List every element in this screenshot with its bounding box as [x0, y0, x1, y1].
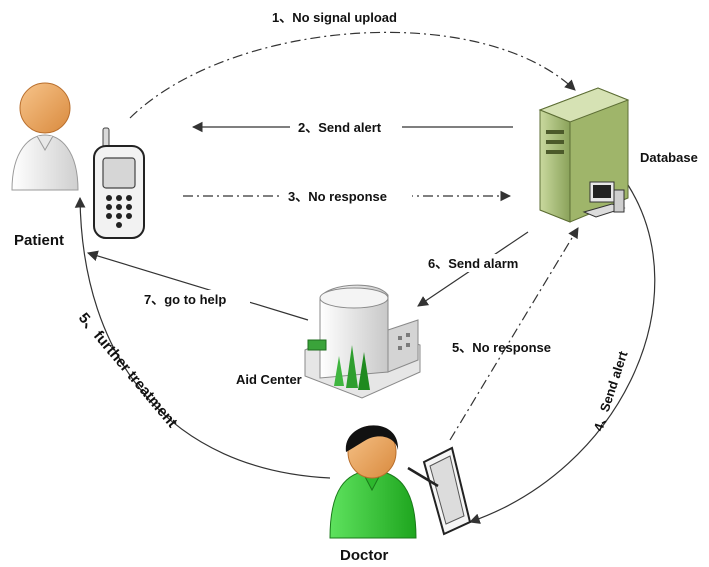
edge-label-2: 2、Send alert [290, 118, 402, 136]
edge-5-no-response [449, 227, 579, 441]
svg-text:2、Send alert: 2、Send alert [298, 120, 382, 135]
doctor-label: Doctor [340, 547, 388, 564]
svg-text:1、No signal upload: 1、No signal upload [272, 10, 397, 25]
phone-icon [93, 127, 145, 239]
edge-label-3: 3、No response [282, 187, 412, 205]
building-icon [304, 284, 421, 399]
edge-label-5-further-treatment: 5、further treatment [75, 310, 181, 431]
edge-label-6: 6、Send alarm [424, 254, 542, 272]
doctor-icon [329, 425, 417, 539]
database-label: Database [640, 150, 698, 165]
edge-1-no-signal-upload [129, 31, 576, 119]
edge-5-further-treatment [74, 196, 331, 479]
aid-center-label: Aid Center [236, 372, 302, 387]
tablet-icon [407, 446, 472, 536]
svg-text:3、No response: 3、No response [288, 189, 387, 204]
svg-text:6、Send alarm: 6、Send alarm [428, 256, 518, 271]
svg-text:7、go to help: 7、go to help [144, 292, 226, 307]
edge-7-go-to-help [86, 250, 309, 321]
patient-icon [11, 82, 79, 191]
patient-label: Patient [14, 232, 64, 249]
edge-label-5-no-response: 5、No response [452, 340, 551, 355]
edge-label-1: 1、No signal upload [268, 7, 434, 27]
edge-label-7: 7、go to help [140, 290, 250, 308]
edge-4-send-alert [468, 184, 656, 524]
server-icon [538, 87, 630, 223]
